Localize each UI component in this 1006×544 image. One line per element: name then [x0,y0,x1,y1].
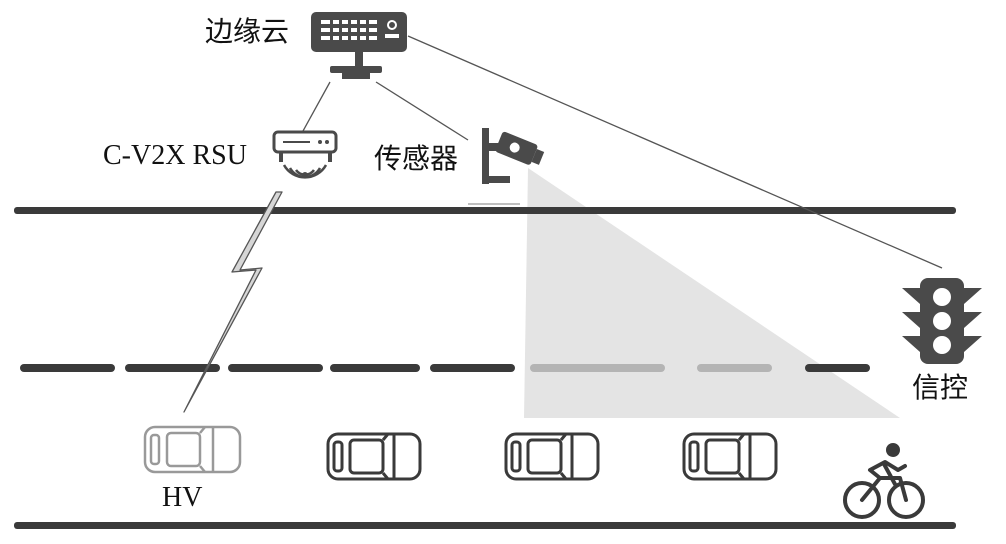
lane-divider [20,364,870,372]
traffic-light-icon [902,278,982,364]
edge-cloud-label: 边缘云 [205,15,290,48]
road-bottom-edge [14,522,956,529]
network-links [302,35,943,269]
car-icon [682,432,778,481]
sensor-coverage-area [524,168,900,418]
lane-dash [20,364,115,372]
road-top-edge [14,207,956,214]
camera-icon [482,128,545,184]
hv-label: HV [162,482,203,513]
cyclist-icon [843,443,925,519]
lane-dash [697,364,772,372]
lane-dash [125,364,220,372]
sensor-label: 传感器 [374,142,459,175]
lane-dash [228,364,323,372]
wireless-router-icon [272,130,338,179]
signal-control-label: 信控 [912,371,969,404]
link-cloud-rsu [302,81,331,132]
link-cloud-sensor [375,81,469,141]
lane-dash [805,364,870,372]
server-icon [311,12,407,79]
link-cloud-signal [407,35,943,269]
lane-dash [330,364,420,372]
lane-dash [430,364,515,372]
car-icon [326,432,422,481]
rsu-label: C-V2X RSU [103,140,247,171]
lane-dash [530,364,665,372]
car-icon [143,425,242,474]
lightning-bolt-icon [183,191,283,413]
car-icon [504,432,600,481]
